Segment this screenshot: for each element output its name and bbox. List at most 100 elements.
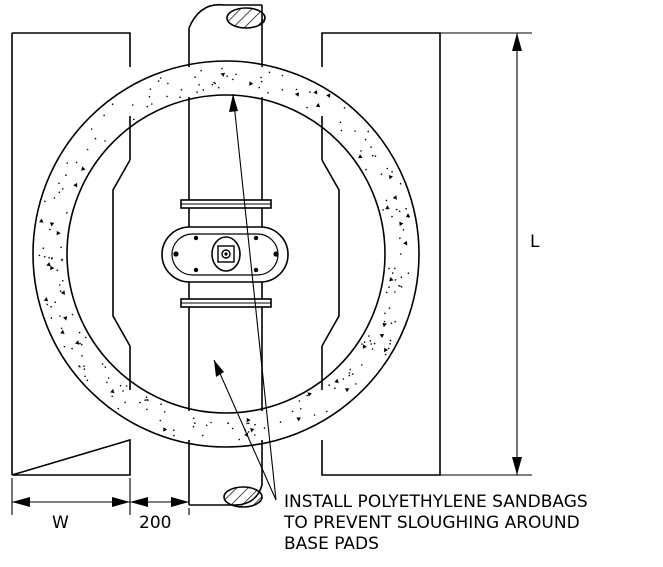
sand-dot: [38, 254, 41, 257]
sand-dot: [58, 182, 60, 185]
aggregate-mark: [63, 316, 68, 321]
sand-dot: [111, 103, 114, 105]
sand-dot: [80, 343, 83, 346]
aggregate-mark: [39, 218, 44, 223]
sand-dot: [365, 168, 367, 171]
sand-dot: [263, 427, 266, 429]
aggregate-mark: [362, 344, 367, 349]
sand-dot: [49, 228, 51, 231]
sand-dot: [355, 383, 357, 385]
sand-dot: [111, 395, 113, 398]
aggregate-mark: [344, 388, 350, 393]
sand-dot: [107, 377, 110, 379]
aggregate-mark: [43, 297, 49, 302]
sand-dot: [90, 128, 93, 130]
sand-dot: [361, 343, 363, 345]
sand-dot: [348, 372, 351, 374]
sand-dot: [83, 365, 85, 367]
aggregate-mark: [294, 92, 299, 97]
sand-dot: [398, 210, 401, 213]
sand-dot: [201, 434, 204, 437]
sand-dot: [402, 229, 405, 231]
right-pad-profile: [321, 159, 340, 347]
sand-dot: [226, 75, 228, 77]
sand-dot: [65, 174, 67, 176]
sand-dot: [131, 104, 134, 106]
sand-dot: [60, 246, 62, 249]
sand-dot: [231, 427, 234, 430]
dim-l-label: L: [530, 232, 540, 252]
sand-dot: [258, 86, 261, 89]
aggregate-mark: [220, 72, 225, 77]
sand-dot: [326, 410, 328, 413]
sand-dot: [160, 403, 162, 406]
dim-200-label: 200: [139, 513, 171, 533]
sand-dot: [210, 421, 212, 424]
sand-dot: [395, 208, 398, 211]
sand-dot: [309, 91, 311, 93]
sand-dot: [364, 138, 367, 141]
sand-dot: [42, 247, 45, 249]
sand-dot: [103, 114, 105, 117]
sand-dot: [354, 130, 356, 132]
sand-dot: [405, 207, 407, 210]
sand-dot: [54, 301, 57, 304]
sand-dot: [254, 423, 256, 426]
sand-dot: [298, 400, 301, 402]
sand-dot: [101, 363, 104, 365]
valve-bolts: [173, 235, 279, 273]
aggregate-mark: [60, 329, 65, 334]
sand-dot: [193, 417, 195, 420]
sand-dot: [372, 154, 374, 157]
sand-dot: [373, 342, 376, 345]
sand-dot: [313, 414, 316, 416]
note-line-2: TO PREVENT SLOUGHING AROUND: [283, 513, 580, 533]
sand-dot: [370, 146, 372, 148]
sand-dot: [58, 284, 61, 286]
sand-dot: [342, 378, 345, 380]
sand-dot: [145, 396, 148, 399]
sand-dot: [86, 148, 89, 151]
sand-dot: [62, 280, 64, 282]
sand-dot: [125, 385, 128, 387]
sand-dot: [328, 384, 331, 386]
sand-dot: [59, 290, 62, 292]
sand-dot: [133, 118, 135, 121]
sand-dot: [59, 315, 61, 317]
aggregate-mark: [250, 428, 255, 433]
sand-dot: [78, 331, 81, 334]
sand-dot: [94, 137, 97, 140]
sand-dot: [198, 84, 200, 86]
aggregate-mark: [313, 90, 318, 95]
sand-dot: [246, 422, 248, 425]
sand-dot: [367, 130, 370, 133]
sand-dot: [83, 368, 86, 370]
aggregate-mark: [50, 265, 55, 271]
sand-dot: [71, 347, 73, 350]
sand-dot: [149, 88, 152, 90]
sand-dot: [211, 83, 214, 86]
sand-dot: [386, 167, 389, 170]
sand-dot: [66, 162, 68, 164]
sand-dot: [238, 438, 241, 441]
sand-dot: [391, 171, 393, 173]
sand-dot: [370, 343, 373, 345]
sand-dot: [394, 291, 396, 293]
sand-dot: [361, 364, 363, 366]
aggregate-mark: [307, 392, 312, 397]
sand-dot: [157, 80, 160, 82]
sand-dot: [374, 155, 377, 157]
sand-dot: [75, 161, 78, 164]
sand-dot: [368, 335, 370, 337]
sand-dot: [334, 387, 336, 390]
sand-dot: [122, 390, 124, 392]
aggregate-mark: [385, 205, 390, 210]
aggregate-mark: [81, 166, 86, 171]
sand-dot: [371, 348, 374, 350]
aggregate-mark: [392, 195, 397, 200]
aggregate-mark: [379, 333, 385, 338]
sand-dot: [159, 77, 162, 79]
sand-dot: [196, 91, 198, 93]
sand-dot: [84, 336, 87, 339]
sand-dot: [117, 407, 120, 410]
